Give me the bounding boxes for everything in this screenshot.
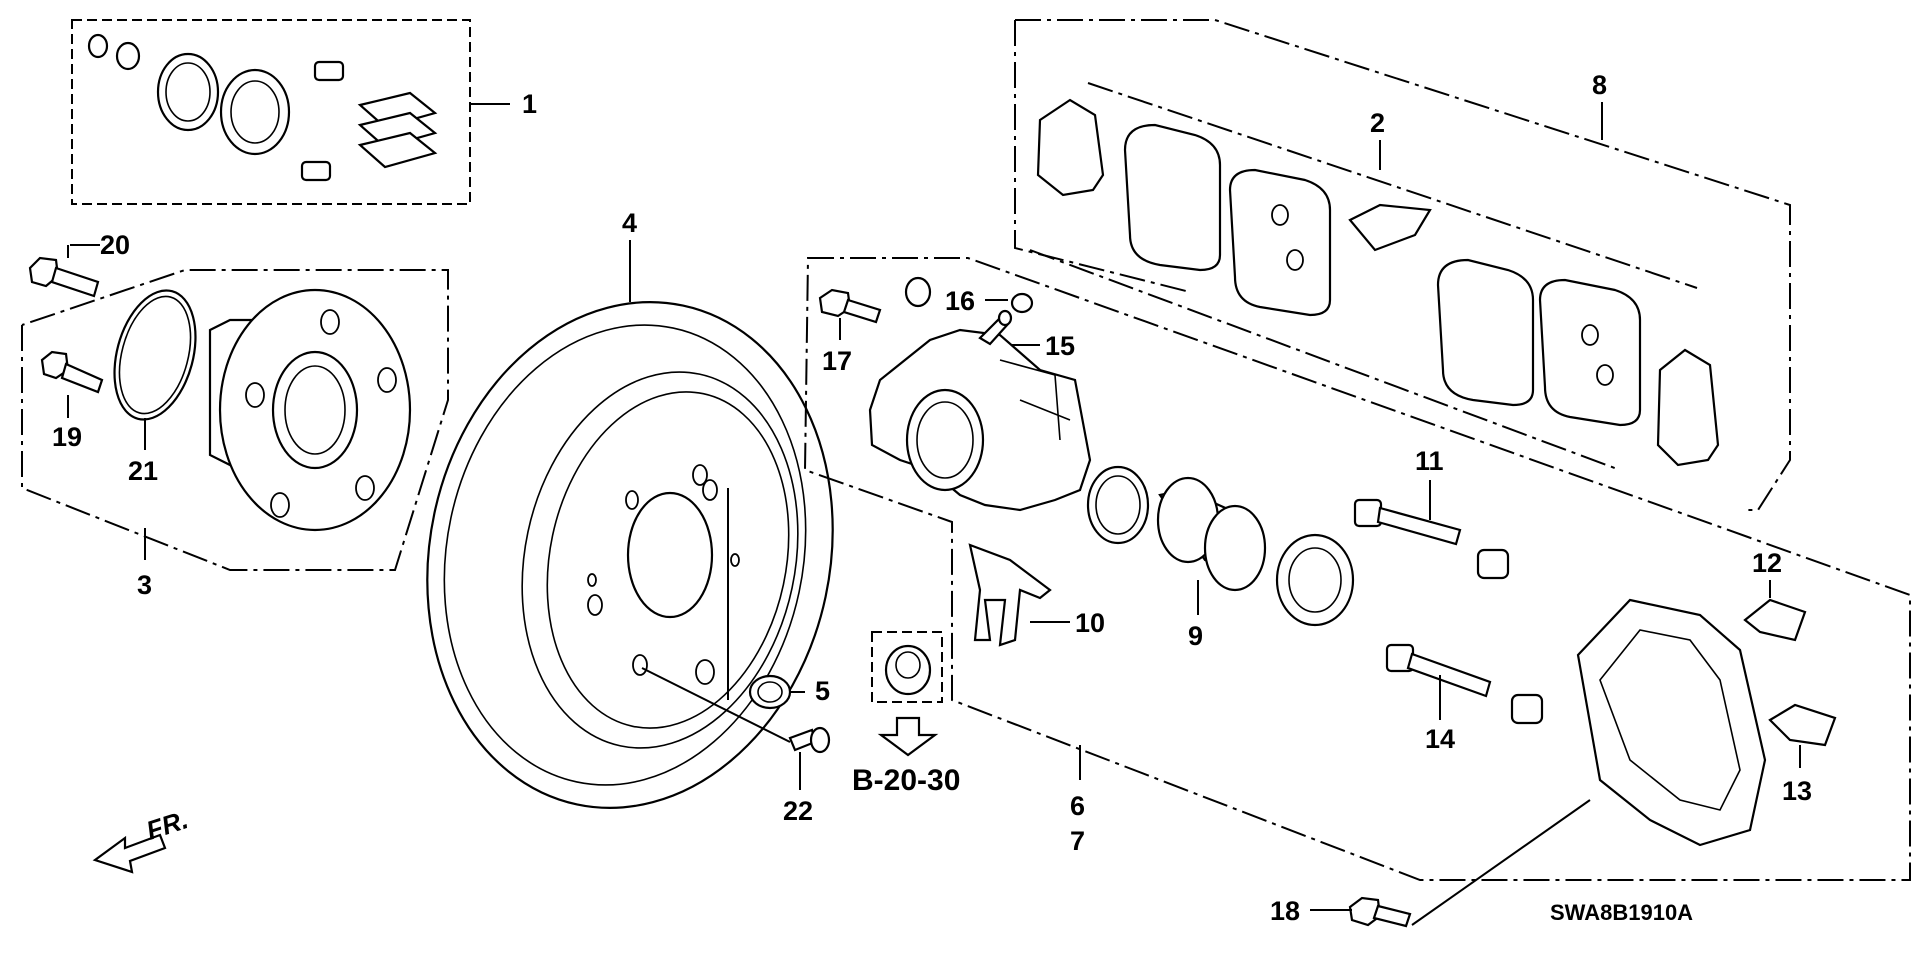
pad-shim-right xyxy=(1538,278,1642,427)
pin-boot-lower xyxy=(300,160,332,182)
rotor-screw-22 xyxy=(788,726,831,754)
callout-20: 20 xyxy=(100,230,130,260)
bleeder-cap-16 xyxy=(1010,292,1034,314)
hub-group: 20 19 21 3 xyxy=(21,230,449,600)
reference-label: B-20-30 xyxy=(852,764,960,797)
callout-13: 13 xyxy=(1782,776,1812,806)
callout-7: 7 xyxy=(1070,826,1085,856)
pad-shim-outer-right xyxy=(1656,348,1720,467)
dust-cap xyxy=(115,41,141,71)
reference-nut-box xyxy=(871,631,943,703)
dust-cap-small xyxy=(87,33,109,59)
hub-bearing xyxy=(271,350,359,470)
callout-22: 22 xyxy=(783,796,813,826)
rotor-screw-cap-5 xyxy=(748,674,792,710)
reference-arrow-icon xyxy=(877,716,939,757)
brake-pad-left xyxy=(1123,123,1222,272)
brake-pad-right xyxy=(1436,258,1535,407)
bracket-bolt-18 xyxy=(1348,896,1412,928)
callout-18: 18 xyxy=(1270,896,1300,926)
reference-group: B-20-30 xyxy=(852,631,960,797)
caliper-bracket xyxy=(1576,598,1767,847)
grease-packet-pad xyxy=(1348,203,1432,252)
callout-11: 11 xyxy=(1415,446,1444,476)
callout-17: 17 xyxy=(822,346,852,376)
front-arrow-icon xyxy=(92,833,167,874)
grease-packet-1 xyxy=(357,91,438,129)
pad-retainer-10 xyxy=(968,543,1052,647)
hub-outline xyxy=(21,269,449,571)
pad-clip-13 xyxy=(1768,703,1837,747)
pin-boot-14 xyxy=(1510,693,1544,725)
o-ring-21 xyxy=(113,289,197,421)
pin-boot-upper xyxy=(313,60,345,82)
guide-pin-11 xyxy=(1353,498,1462,546)
pad-set-group: 2 8 xyxy=(1014,19,1791,511)
callout-3: 3 xyxy=(137,570,152,600)
pad-set-outline xyxy=(1014,19,1791,511)
pin-boot-11 xyxy=(1476,548,1510,580)
callout-9: 9 xyxy=(1188,621,1203,651)
callout-2: 2 xyxy=(1370,108,1385,138)
rotor-center-bore xyxy=(626,491,714,619)
caliper-outline xyxy=(803,257,1911,881)
grease-packet-2 xyxy=(357,111,438,149)
callout-4: 4 xyxy=(622,208,637,238)
front-label: FR. xyxy=(143,804,192,845)
callout-6: 6 xyxy=(1070,791,1085,821)
seal-kit-group: 1 xyxy=(71,19,537,205)
hub-bolt-20 xyxy=(28,256,100,298)
diagram-code: SWA8B1910A xyxy=(1550,900,1693,925)
piston-seal xyxy=(1086,465,1150,545)
rotor-group: 4 5 22 xyxy=(426,208,834,826)
callout-15: 15 xyxy=(1045,331,1075,361)
piston-seal-kit xyxy=(156,52,220,132)
callout-14: 14 xyxy=(1425,724,1455,754)
caliper-group: 17 15 16 10 9 xyxy=(803,257,1911,928)
pad-shim-left xyxy=(1228,168,1332,317)
callout-1: 1 xyxy=(522,89,537,119)
guide-pin-14 xyxy=(1385,643,1492,698)
callout-10: 10 xyxy=(1075,608,1105,638)
callout-8: 8 xyxy=(1592,70,1607,100)
callout-16: 16 xyxy=(945,286,975,316)
callout-19: 19 xyxy=(52,422,82,452)
caliper-piston-bore xyxy=(905,388,985,492)
front-direction-indicator: FR. xyxy=(92,804,192,874)
grease-packet-3 xyxy=(357,131,438,169)
pad-clip-12 xyxy=(1743,598,1807,642)
pad-shim-outer-left xyxy=(1036,98,1105,197)
pad-inner-outline xyxy=(1029,82,1698,471)
bleeder-screw-15 xyxy=(978,309,1013,346)
callout-12: 12 xyxy=(1752,548,1782,578)
callout-21: 21 xyxy=(128,456,158,486)
reference-nut-icon xyxy=(884,644,932,696)
caliper-bolt-17 xyxy=(818,288,882,324)
bleeder-cap-ring xyxy=(904,276,932,308)
callout-5: 5 xyxy=(815,676,830,706)
hub-bolt-19 xyxy=(40,350,104,394)
seal-kit-box xyxy=(71,19,471,205)
